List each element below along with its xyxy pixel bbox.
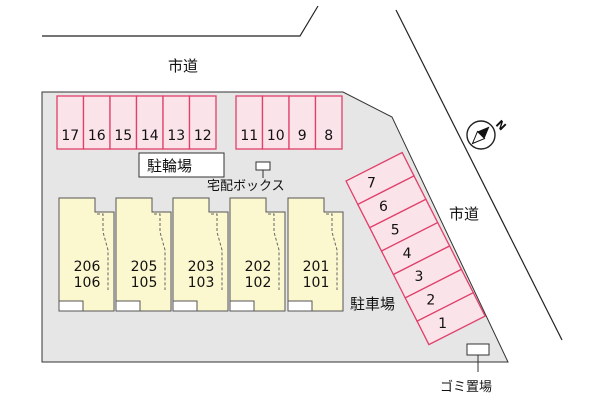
unit-entry bbox=[229, 300, 255, 312]
bicycle-parking-right: 11 10 9 8 bbox=[235, 95, 343, 150]
apartment-unit bbox=[115, 197, 172, 312]
unit-interior-line bbox=[97, 213, 109, 290]
bicycle-slot bbox=[162, 95, 191, 150]
bicycle-slot-number: 11 bbox=[240, 128, 258, 144]
unit-number-lower: 103 bbox=[188, 275, 215, 291]
unit-interior-line bbox=[211, 213, 223, 290]
delivery-box-icon bbox=[255, 161, 271, 171]
parking-slot-number: 5 bbox=[391, 223, 400, 239]
unit-entry bbox=[115, 300, 141, 312]
unit-number-lower: 106 bbox=[74, 275, 101, 291]
unit-number-upper: 206 bbox=[74, 259, 101, 275]
parking-slot bbox=[416, 291, 486, 346]
unit-entry bbox=[287, 300, 313, 312]
bicycle-slot-number: 9 bbox=[298, 128, 307, 144]
compass-north-label: N bbox=[493, 118, 509, 134]
unit-entry bbox=[58, 300, 84, 312]
parking-slot-number: 6 bbox=[379, 199, 388, 215]
bicycle-slot-number: 17 bbox=[61, 128, 79, 144]
bicycle-slot-number: 15 bbox=[114, 128, 132, 144]
bicycle-slot bbox=[109, 95, 138, 150]
bicycle-slot-number: 14 bbox=[141, 128, 159, 144]
apartment-unit bbox=[229, 197, 286, 312]
bicycle-slot-number: 16 bbox=[88, 128, 106, 144]
parking-label: 駐車場 bbox=[350, 295, 395, 313]
delivery-box-label: 宅配ボックス bbox=[207, 179, 285, 194]
apartment-unit bbox=[172, 197, 229, 312]
garbage-area-icon bbox=[466, 343, 490, 356]
unit-number-lower: 105 bbox=[131, 275, 158, 291]
apartment-unit bbox=[58, 197, 115, 312]
bicycle-slot bbox=[188, 95, 217, 150]
bicycle-parking-left: 17 16 15 14 13 12 bbox=[56, 95, 217, 150]
apartment-unit bbox=[287, 197, 344, 312]
unit-entry bbox=[172, 300, 198, 312]
bicycle-parking-label: 駐輪場 bbox=[147, 157, 192, 175]
bicycle-slot bbox=[82, 95, 111, 150]
unit-number-upper: 201 bbox=[303, 259, 330, 275]
garbage-label: ゴミ置場 bbox=[440, 379, 492, 395]
road-top-label: 市道 bbox=[168, 57, 198, 75]
bicycle-slot bbox=[288, 95, 317, 150]
parking-slot-number: 1 bbox=[438, 316, 447, 332]
bicycle-slot bbox=[235, 95, 264, 150]
unit-interior-line bbox=[268, 213, 280, 290]
unit-number-lower: 101 bbox=[303, 275, 330, 291]
parking-slot-number: 3 bbox=[414, 269, 423, 285]
unit-number-lower: 102 bbox=[245, 275, 272, 291]
unit-interior-line bbox=[326, 213, 338, 290]
unit-interior-line bbox=[154, 213, 166, 290]
parking-slot-number: 2 bbox=[426, 293, 435, 309]
road-right-label: 市道 bbox=[449, 205, 479, 223]
unit-number-upper: 205 bbox=[131, 259, 158, 275]
parking-slot-number: 7 bbox=[367, 176, 376, 192]
road-right-edge bbox=[395, 9, 563, 341]
bicycle-slot-number: 12 bbox=[194, 128, 212, 144]
bicycle-slot bbox=[314, 95, 343, 150]
unit-number-upper: 203 bbox=[188, 259, 215, 275]
road-top-edge bbox=[42, 5, 319, 37]
bicycle-slot-number: 13 bbox=[167, 128, 185, 144]
parking-slot-number: 4 bbox=[403, 246, 412, 262]
unit-number-upper: 202 bbox=[245, 259, 272, 275]
bicycle-slot bbox=[135, 95, 164, 150]
bicycle-slot-number: 10 bbox=[267, 128, 285, 144]
bicycle-slot-number: 8 bbox=[324, 128, 333, 144]
bicycle-parking-label-box bbox=[138, 152, 225, 178]
compass-icon bbox=[466, 120, 496, 150]
